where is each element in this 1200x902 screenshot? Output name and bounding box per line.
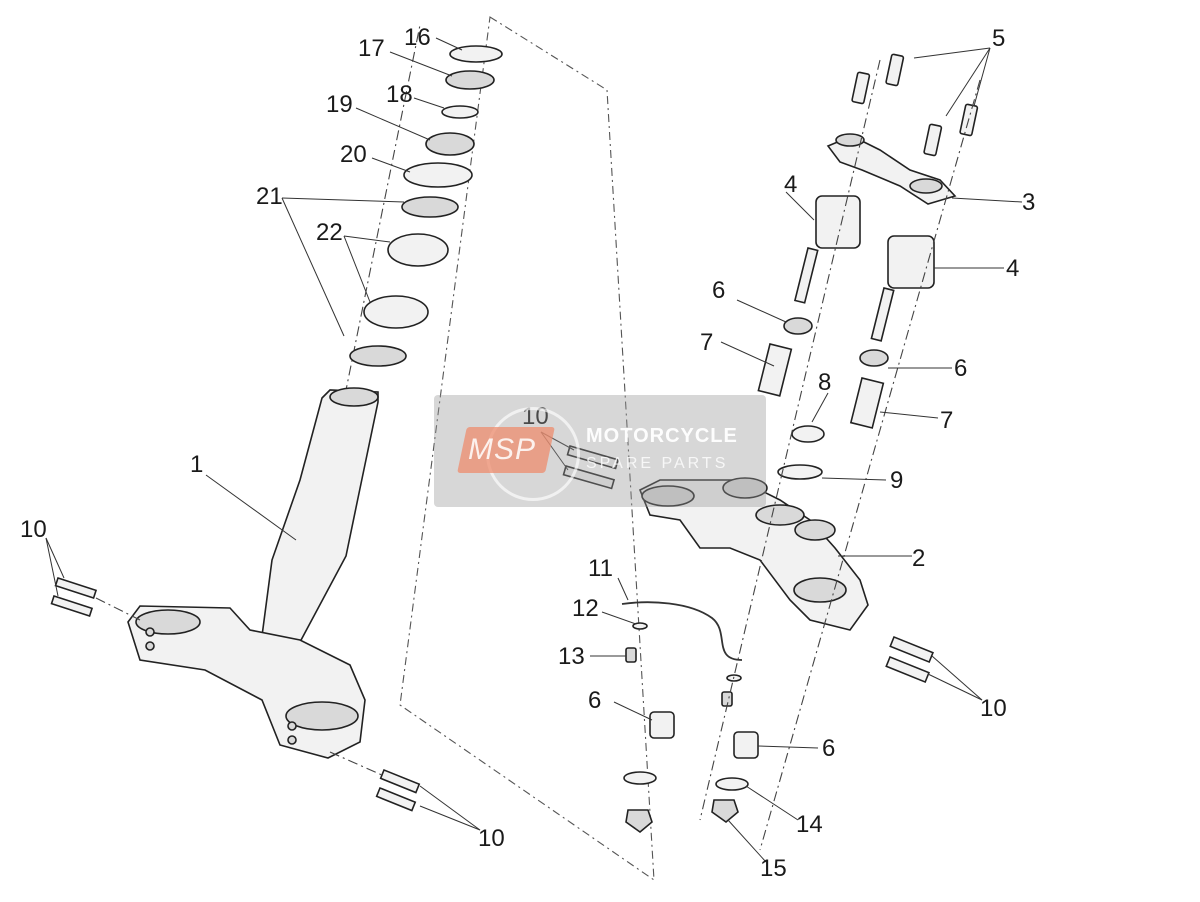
wire-clip	[621, 601, 743, 707]
callout-6-lower-left: 6	[588, 687, 601, 714]
bolt-10-left	[50, 576, 141, 621]
callout-10-right: 10	[980, 695, 1007, 722]
lower-hardware	[623, 711, 759, 834]
bearing-stack	[349, 45, 503, 367]
callout-4-lower: 4	[1006, 255, 1019, 282]
callout-21: 21	[256, 183, 283, 210]
riser-4-right	[870, 235, 935, 342]
bolts-5	[851, 53, 979, 157]
callout-9: 9	[890, 467, 903, 494]
callout-14: 14	[796, 811, 823, 838]
watermark-subtitle: SPARE PARTS	[586, 455, 729, 472]
callout-1: 1	[190, 451, 203, 478]
callout-18: 18	[386, 81, 413, 108]
callout-8: 8	[818, 369, 831, 396]
callout-7-left: 7	[700, 329, 713, 356]
callout-2: 2	[912, 545, 925, 572]
leader-lines	[45, 37, 1023, 863]
callout-3: 3	[1022, 189, 1035, 216]
callout-20: 20	[340, 141, 367, 168]
callout-12: 12	[572, 595, 599, 622]
callouts: 1 2 3 4 4 5 6 6 6 6 7 7 8 9 10 10 10 10 …	[20, 24, 1035, 882]
lower-yoke-stem	[50, 24, 421, 812]
callout-7-right: 7	[940, 407, 953, 434]
callout-4-upper: 4	[784, 171, 797, 198]
watermark: MSP MOTORCYCLE SPARE PARTS	[434, 395, 766, 507]
riser-4-left	[793, 195, 861, 304]
callout-10-left: 10	[20, 516, 47, 543]
bolt-10-bottom	[329, 751, 421, 812]
callout-13: 13	[558, 643, 585, 670]
callout-17: 17	[358, 35, 385, 62]
msp-logo-text: MSP	[468, 433, 537, 466]
bolt-10-right	[885, 635, 934, 684]
callout-6-upper-left: 6	[712, 277, 725, 304]
callout-5: 5	[992, 25, 1005, 52]
callout-15: 15	[760, 855, 787, 882]
callout-6-lower-right: 6	[822, 735, 835, 762]
upper-yoke	[638, 477, 869, 631]
callout-11: 11	[588, 555, 613, 582]
assembly-frame	[399, 16, 655, 882]
callout-6-upper-right: 6	[954, 355, 967, 382]
watermark-title: MOTORCYCLE	[586, 425, 738, 447]
callout-16: 16	[404, 24, 431, 51]
handlebar-clamp	[826, 133, 957, 205]
callout-10-bottom: 10	[478, 825, 505, 852]
bushings	[757, 317, 889, 480]
callout-19: 19	[326, 91, 353, 118]
callout-22: 22	[316, 219, 343, 246]
